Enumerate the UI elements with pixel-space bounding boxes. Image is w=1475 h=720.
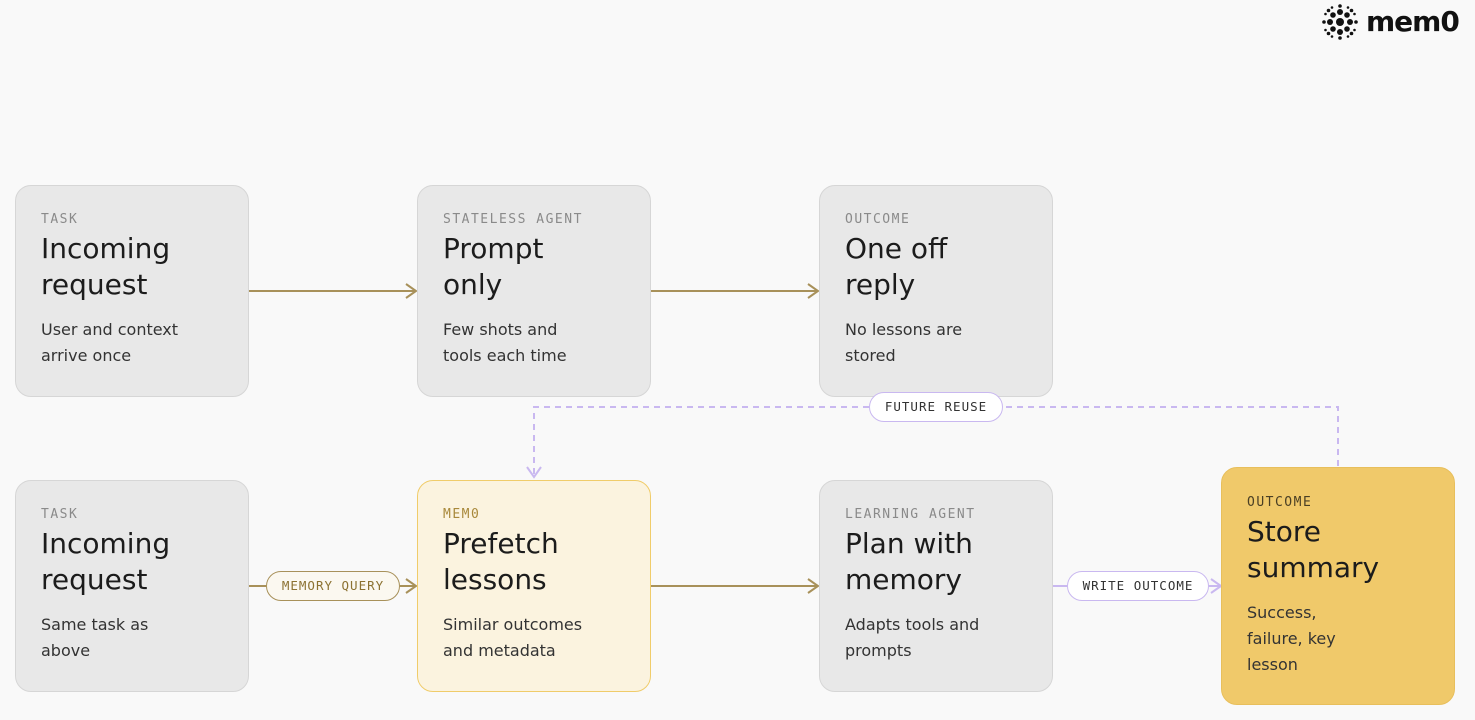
card-description: Few shots and tools each time	[443, 320, 567, 365]
card-learning-agent: LEARNING AGENT Plan with memory Adapts t…	[819, 480, 1053, 692]
card-stateless-outcome: OUTCOME One off reply No lessons are sto…	[819, 185, 1053, 397]
card-title: Store summary	[1247, 515, 1380, 584]
card-label: TASK	[41, 212, 79, 227]
arrow-task-to-mem0	[249, 578, 418, 594]
card-stateless-task: TASK Incoming request User and context a…	[15, 185, 249, 397]
mem0-logo-icon	[1322, 4, 1358, 40]
mem0-wordmark: mem0	[1366, 5, 1460, 38]
card-title: Plan with memory	[845, 527, 973, 596]
card-label: OUTCOME	[1247, 495, 1313, 510]
card-description: No lessons are stored	[845, 320, 963, 365]
arrow-future-reuse-loop	[533, 406, 1339, 477]
card-description: User and context arrive once	[41, 320, 179, 365]
card-memory-task: TASK Incoming request Same task as above	[15, 480, 249, 692]
arrow-mem0-to-learning-agent	[651, 578, 820, 594]
mem0-logo: mem0	[1322, 4, 1460, 40]
edge-label-future-reuse: FUTURE REUSE	[869, 392, 1003, 422]
card-label: LEARNING AGENT	[845, 507, 976, 522]
arrow-stateless-agent-to-outcome	[651, 283, 820, 299]
card-title: One off reply	[845, 232, 948, 301]
card-stateless-agent: STATELESS AGENT Prompt only Few shots an…	[417, 185, 651, 397]
card-store-summary: OUTCOME Store summary Success, failure, …	[1221, 467, 1455, 705]
card-label: MEM0	[443, 507, 481, 522]
card-description: Success, failure, key lesson	[1247, 603, 1336, 674]
card-title: Incoming request	[41, 232, 171, 301]
card-description: Same task as above	[41, 615, 149, 660]
card-label: STATELESS AGENT	[443, 212, 583, 227]
card-mem0-prefetch: MEM0 Prefetch lessons Similar outcomes a…	[417, 480, 651, 692]
card-label: TASK	[41, 507, 79, 522]
card-label: OUTCOME	[845, 212, 911, 227]
future-reuse-arrowhead	[526, 466, 542, 479]
edge-label-write-outcome: WRITE OUTCOME	[1067, 571, 1209, 601]
card-description: Similar outcomes and metadata	[443, 615, 583, 660]
card-title: Prefetch lessons	[443, 527, 559, 596]
card-description: Adapts tools and prompts	[845, 615, 980, 660]
card-title: Prompt only	[443, 232, 544, 301]
arrow-task-to-stateless-agent	[249, 283, 418, 299]
card-title: Incoming request	[41, 527, 171, 596]
edge-label-memory-query: MEMORY QUERY	[266, 571, 400, 601]
